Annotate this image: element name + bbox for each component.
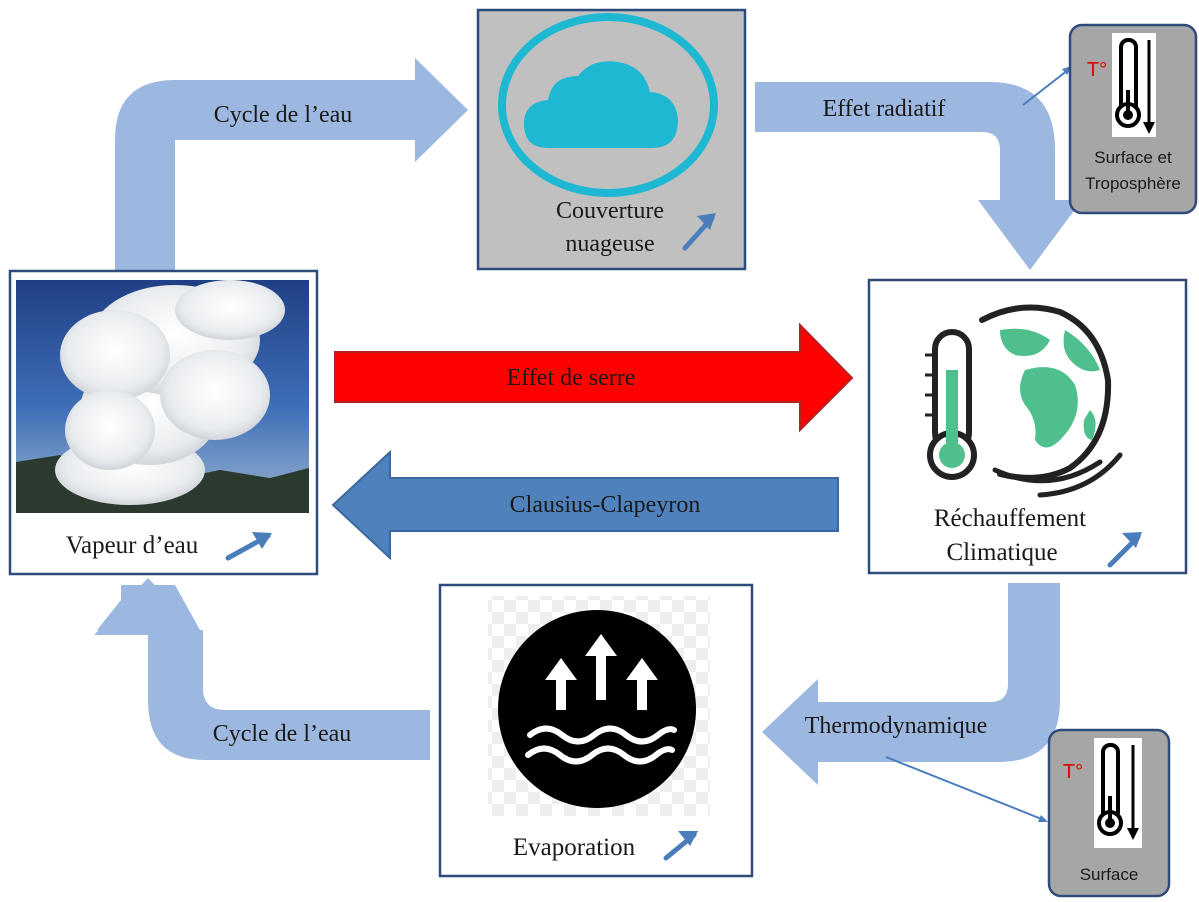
- clausius-clapeyron-arrow: [331, 449, 839, 561]
- thermometer-icon: [1115, 38, 1141, 128]
- warming-label-line1: Réchauffement: [934, 505, 1086, 532]
- thermodynamic-connector-line: [885, 756, 1045, 821]
- thermometer-earth-icon: [925, 304, 1123, 498]
- cloud-cover-label-line1: Couverture: [556, 198, 664, 224]
- surface-troposphere-label-line1: Surface et: [1094, 148, 1172, 167]
- surface-troposphere-label-line2: Troposphère: [1085, 174, 1181, 193]
- up-right-arrow-icon: [663, 831, 698, 861]
- temperature-symbol: T°: [1087, 59, 1107, 81]
- cloud-ring: [498, 13, 718, 197]
- water-vapour-node: Vapeur d’eau: [8, 269, 319, 576]
- cloud-icon: [524, 61, 678, 148]
- water-cycle-arrow-top: [115, 58, 468, 270]
- warming-label-line2: Climatique: [946, 539, 1057, 566]
- greenhouse-effect-arrow: [334, 322, 854, 433]
- radiative-effect-label: Effet radiatif: [823, 96, 946, 122]
- steam-photo: [16, 280, 309, 513]
- down-arrow-icon: [1127, 745, 1139, 840]
- evaporation-icon: [498, 610, 696, 808]
- thermodynamic-label: Thermodynamique: [805, 713, 988, 739]
- up-right-arrow-icon: [1107, 532, 1142, 568]
- thermometer-icon: [1097, 743, 1123, 836]
- warming-node: Réchauffement Climatique: [867, 278, 1188, 575]
- surface-panel: T° Surface: [1047, 728, 1171, 898]
- water-vapour-label: Vapeur d’eau: [66, 532, 199, 559]
- surface-label: Surface: [1080, 865, 1139, 884]
- thermodynamic-arrow: [762, 583, 1060, 785]
- radiative-effect-arrow: [755, 82, 1082, 270]
- down-arrow-icon: [1143, 40, 1155, 134]
- surface-troposphere-panel: T° Surface et Troposphère: [1068, 23, 1198, 215]
- cloud-cover-node: Couverture nuageuse: [476, 8, 747, 271]
- water-cycle-arrow-bottom-head: [94, 578, 202, 635]
- temperature-symbol: T°: [1063, 761, 1083, 783]
- greenhouse-effect-label: Effet de serre: [507, 365, 636, 391]
- water-cycle-label-top: Cycle de l’eau: [214, 102, 353, 128]
- radiative-connector-line: [1022, 69, 1069, 106]
- evaporation-node: Evaporation: [438, 583, 754, 878]
- water-cycle-label-bottom: Cycle de l’eau: [213, 721, 352, 747]
- up-right-arrow-icon: [225, 532, 272, 561]
- evaporation-label: Evaporation: [513, 834, 636, 861]
- clausius-clapeyron-label: Clausius-Clapeyron: [510, 492, 701, 518]
- cloud-cover-label-line2: nuageuse: [565, 231, 654, 257]
- up-right-arrow-icon: [682, 213, 716, 251]
